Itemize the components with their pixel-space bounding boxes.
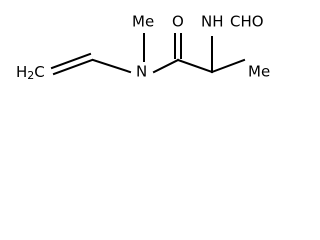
vinyl-double-bond-a — [50, 52, 92, 70]
molecule-diagram: H2C N Me O NH CHO Me — [16, 13, 270, 83]
structure-canvas: H2C N Me O NH CHO Me — [0, 0, 305, 101]
atom-label-n: N — [136, 63, 147, 81]
atom-label-h2c: H2C — [16, 63, 45, 83]
atom-label-me-terminal: Me — [248, 63, 270, 81]
n-carbonyl-bond — [152, 58, 180, 74]
alpha-methyl-bond — [210, 58, 246, 74]
atom-label-nh: NH — [201, 13, 224, 31]
atom-label-o: O — [172, 13, 184, 31]
carbonyl-alpha-bond — [176, 58, 214, 74]
vinyl-double-bond-b — [52, 58, 94, 76]
atom-label-cho: CHO — [230, 13, 264, 31]
vinyl-n-bond — [91, 58, 132, 74]
atom-label-me: Me — [132, 13, 154, 31]
